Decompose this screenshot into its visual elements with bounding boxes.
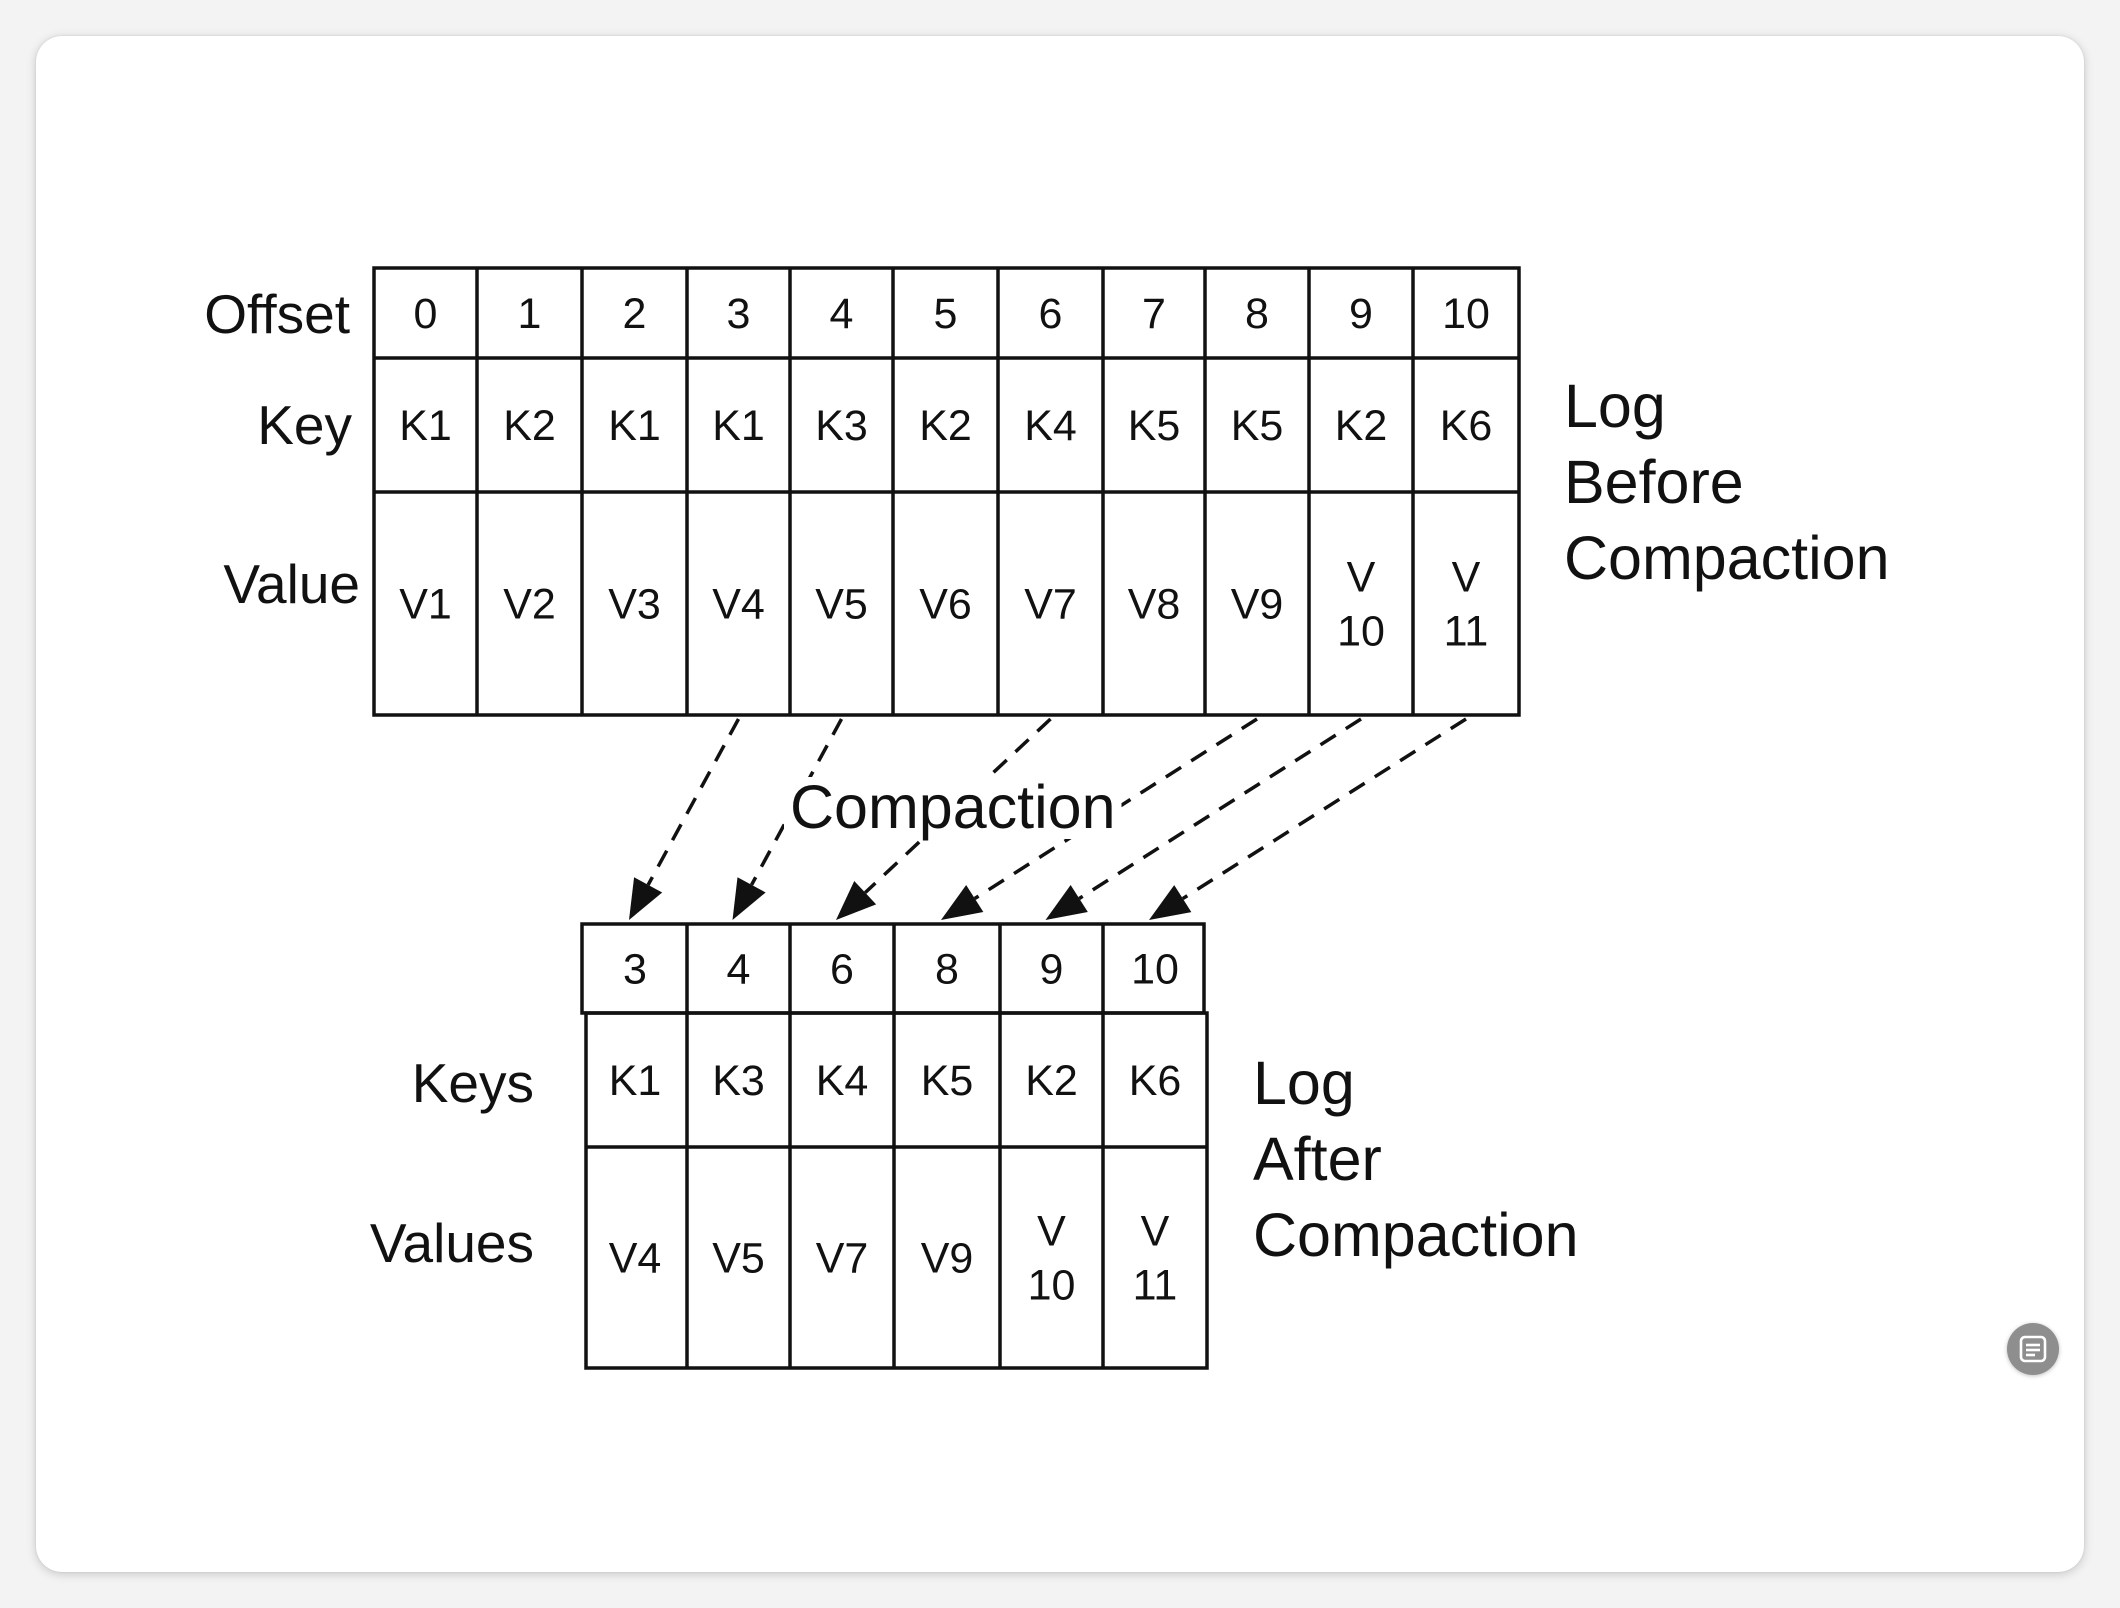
- after-key-cell: K2: [1025, 1057, 1078, 1105]
- before-value-cell: V5: [815, 581, 868, 629]
- before-offset-cell: 3: [727, 290, 751, 338]
- before-offset-cell: 0: [414, 290, 438, 338]
- before-offset-cell: 9: [1349, 290, 1373, 338]
- row-label-key: Key: [257, 394, 352, 456]
- before-value-cell: V7: [1024, 581, 1077, 629]
- before-value-cell: V6: [919, 581, 972, 629]
- log-after-caption-line-1: Log: [1253, 1049, 1355, 1117]
- log-after-caption-line-3: Compaction: [1253, 1201, 1579, 1269]
- row-label-value: Value: [223, 553, 360, 615]
- log-before-caption-line-3: Compaction: [1564, 524, 1890, 592]
- log-before-caption-line-1: Log: [1564, 372, 1666, 440]
- after-offset-cell: 8: [935, 946, 959, 994]
- before-offset-cell: 7: [1142, 290, 1166, 338]
- log-after-caption-line-2: After: [1253, 1125, 1382, 1193]
- after-offset-cell: 4: [727, 946, 751, 994]
- before-offset-cell: 5: [934, 290, 958, 338]
- after-value-cell: V5: [712, 1235, 765, 1283]
- before-offset-cell: 2: [623, 290, 647, 338]
- compaction-label: Compaction: [790, 773, 1116, 841]
- row-label-offset: Offset: [204, 283, 350, 345]
- after-key-cell: K6: [1129, 1057, 1182, 1105]
- before-key-cell: K5: [1128, 402, 1181, 450]
- before-key-cell: K1: [608, 402, 661, 450]
- compaction-arrow-head: [1045, 885, 1088, 920]
- before-offset-cell: 1: [518, 290, 542, 338]
- floating-action-button[interactable]: [2007, 1323, 2059, 1375]
- before-value-cell: V2: [503, 581, 556, 629]
- after-key-cell: K3: [712, 1057, 765, 1105]
- before-key-cell: K4: [1024, 402, 1077, 450]
- before-key-cell: K1: [399, 402, 452, 450]
- before-value-cell: V9: [1231, 581, 1284, 629]
- compaction-arrow-line: [646, 718, 741, 886]
- compaction-arrow-head: [836, 880, 877, 920]
- after-offset-cell: 6: [830, 946, 854, 994]
- before-key-cell: K3: [815, 402, 868, 450]
- before-value-cell: V1: [399, 581, 452, 629]
- compaction-arrow-head: [629, 877, 663, 920]
- before-key-cell: K6: [1440, 402, 1493, 450]
- before-value-cell: V4: [712, 581, 765, 629]
- before-key-cell: K2: [503, 402, 556, 450]
- before-offset-cell: 6: [1039, 290, 1063, 338]
- text-recognition-icon: [2019, 1335, 2047, 1363]
- before-key-cell: K2: [1335, 402, 1388, 450]
- before-offset-cell: 4: [830, 290, 854, 338]
- after-value-cell: V7: [816, 1235, 869, 1283]
- compaction-arrow-head: [941, 885, 984, 920]
- log-before-caption-line-2: Before: [1564, 448, 1744, 516]
- after-value-cell: V4: [609, 1235, 662, 1283]
- row-label-values: Values: [370, 1212, 534, 1274]
- after-offset-cell: 9: [1040, 946, 1064, 994]
- before-key-cell: K1: [712, 402, 765, 450]
- after-value-cell: V9: [921, 1235, 974, 1283]
- after-offset-cell: 10: [1131, 946, 1179, 994]
- before-offset-cell: 10: [1442, 290, 1490, 338]
- compaction-arrow-line: [1181, 717, 1467, 901]
- compaction-arrow-head: [732, 877, 766, 920]
- before-key-cell: K5: [1231, 402, 1284, 450]
- after-key-cell: K5: [921, 1057, 974, 1105]
- before-key-cell: K2: [919, 402, 972, 450]
- before-value-cell: V3: [608, 581, 661, 629]
- compaction-label-background: [784, 777, 1122, 839]
- after-key-cell: K1: [609, 1057, 662, 1105]
- after-key-cell: K4: [816, 1057, 869, 1105]
- row-label-keys: Keys: [412, 1052, 534, 1114]
- after-offset-cell: 3: [623, 946, 647, 994]
- before-offset-cell: 8: [1245, 290, 1269, 338]
- before-value-cell: V8: [1128, 581, 1181, 629]
- compaction-arrow-line: [1078, 717, 1362, 900]
- compaction-arrow-head: [1149, 885, 1192, 920]
